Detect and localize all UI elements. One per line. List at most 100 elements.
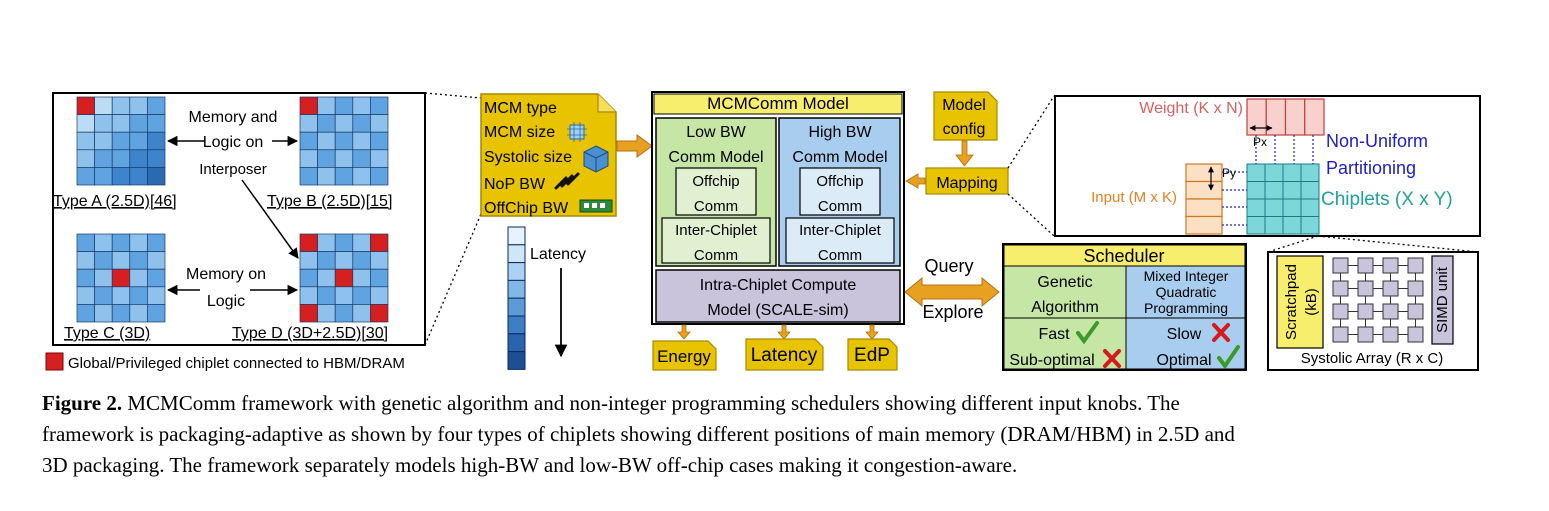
chiplets-label: Chiplets (X x Y) (1321, 189, 1453, 210)
logic-chiplet (370, 96, 389, 115)
model-config-label-2: config (943, 121, 986, 138)
logic-chiplet (334, 251, 354, 270)
link-icon (554, 172, 580, 190)
check-icon (1076, 321, 1099, 345)
logic-chiplet (94, 233, 113, 252)
mapping-to-model-arrow (905, 173, 926, 189)
logic-chiplet (299, 149, 318, 168)
logic-chiplet (129, 268, 148, 288)
processing-element (1332, 280, 1349, 297)
chiplet-cell (1264, 163, 1284, 182)
logic-chiplet (317, 131, 336, 151)
low-inter-label-2: Comm (694, 247, 738, 264)
processing-element (1407, 257, 1424, 274)
logic-chiplet (129, 149, 148, 168)
systolic-label: Systolic Array (R x C) (1301, 350, 1444, 367)
logic-chiplet (76, 114, 95, 133)
model-config-label-1: Model (942, 97, 986, 114)
logic-chiplet (334, 114, 354, 133)
optimal-label: Optimal (1156, 352, 1211, 369)
chiplet-cell (1264, 198, 1284, 217)
px-label: Px (1253, 135, 1267, 149)
latency-cell (507, 351, 526, 370)
logic-chiplet (76, 304, 95, 323)
slow-label: Slow (1167, 326, 1202, 343)
logic-chiplet (147, 304, 166, 323)
interposer-label-1: Memory and (189, 109, 278, 126)
logic-chiplet (352, 131, 371, 151)
logic-chiplet (352, 286, 371, 305)
scheduler: Scheduler Genetic Algorithm Mixed Intege… (1002, 243, 1247, 371)
high-offchip-comm (799, 167, 881, 216)
chiplet-cell (1300, 216, 1320, 235)
logic-chiplet (317, 114, 336, 133)
processing-element (1332, 326, 1349, 343)
logic-chiplet (129, 114, 148, 133)
logic-chiplet (129, 96, 148, 115)
edp-label: EdP (854, 345, 890, 366)
miqp-label-1: Mixed Integer (1144, 268, 1229, 284)
energy-label: Energy (657, 347, 711, 366)
input-label: Input (M x K) (1091, 189, 1177, 206)
non-uniform-label-1: Non-Uniform (1326, 131, 1428, 151)
chiplet-cell (1282, 198, 1302, 217)
mem-on-logic-1: Memory on (186, 266, 266, 283)
type-d-label: Type D (3D+2.5D)[30] (232, 325, 388, 342)
logic-chiplet (334, 286, 354, 305)
interposer-label-3: Interposer (199, 161, 267, 178)
logic-chiplet (76, 167, 95, 186)
high-inter-label-1: Inter-Chiplet (799, 222, 882, 239)
logic-chiplet (370, 286, 389, 305)
processing-element (1382, 326, 1399, 343)
check-icon-2 (1217, 345, 1240, 370)
output-latency: Latency (745, 338, 824, 371)
logic-chiplet (370, 149, 389, 168)
chiplet-grid (1246, 163, 1320, 235)
type-b-grid (299, 96, 389, 186)
latency-cell (507, 297, 526, 317)
miqp-cell (1125, 265, 1246, 319)
caption-line-3: 3D packaging. The framework separately m… (42, 453, 1018, 477)
type-d-grid (299, 233, 389, 323)
logic-chiplet (334, 167, 354, 186)
sub-optimal-label: Sub-optimal (1009, 352, 1094, 369)
chiplet-cell (1264, 181, 1284, 200)
py-label: Py (1222, 166, 1236, 180)
mem-on-logic-2: Logic (207, 293, 245, 310)
logic-chiplet (76, 251, 95, 270)
chiplet-types-panel: Type A (2.5D)[46] Type B (2.5D)[15] Type… (52, 92, 426, 346)
processing-element (1357, 303, 1374, 320)
processing-element (1407, 326, 1424, 343)
processing-element (1332, 257, 1349, 274)
logic-chiplet (370, 268, 389, 288)
output-edp: EdP (847, 338, 898, 371)
low-inter-chiplet-comm (661, 217, 771, 264)
logic-chiplet (129, 304, 148, 323)
cross-icon-2 (1212, 323, 1230, 342)
latency-cell (507, 333, 526, 353)
logic-chiplet (352, 114, 371, 133)
caption-label: Figure 2. (42, 391, 123, 415)
mapping-box (925, 167, 1009, 195)
logic-chiplet (94, 268, 113, 288)
logic-chiplet (334, 304, 354, 323)
logic-chiplet (370, 251, 389, 270)
weight-partition (1284, 98, 1306, 136)
latency-cell (507, 226, 526, 246)
logic-chiplet (317, 96, 336, 115)
chiplet-cell (1246, 163, 1266, 182)
latency-output-label: Latency (751, 345, 818, 366)
latency-bar (507, 226, 526, 370)
memory-chiplet (299, 304, 318, 323)
type-c-grid (76, 233, 166, 323)
logic-chiplet (76, 233, 95, 252)
logic-chiplet (147, 251, 166, 270)
logic-chiplet (317, 149, 336, 168)
scratchpad-label-1: Scratchpad (1283, 264, 1300, 340)
mapping-label: Mapping (936, 175, 997, 192)
logic-chiplet (129, 286, 148, 305)
logic-chiplet (352, 233, 371, 252)
low-offchip-label-1: Offchip (692, 173, 739, 190)
logic-chiplet (147, 286, 166, 305)
logic-chiplet (111, 149, 131, 168)
